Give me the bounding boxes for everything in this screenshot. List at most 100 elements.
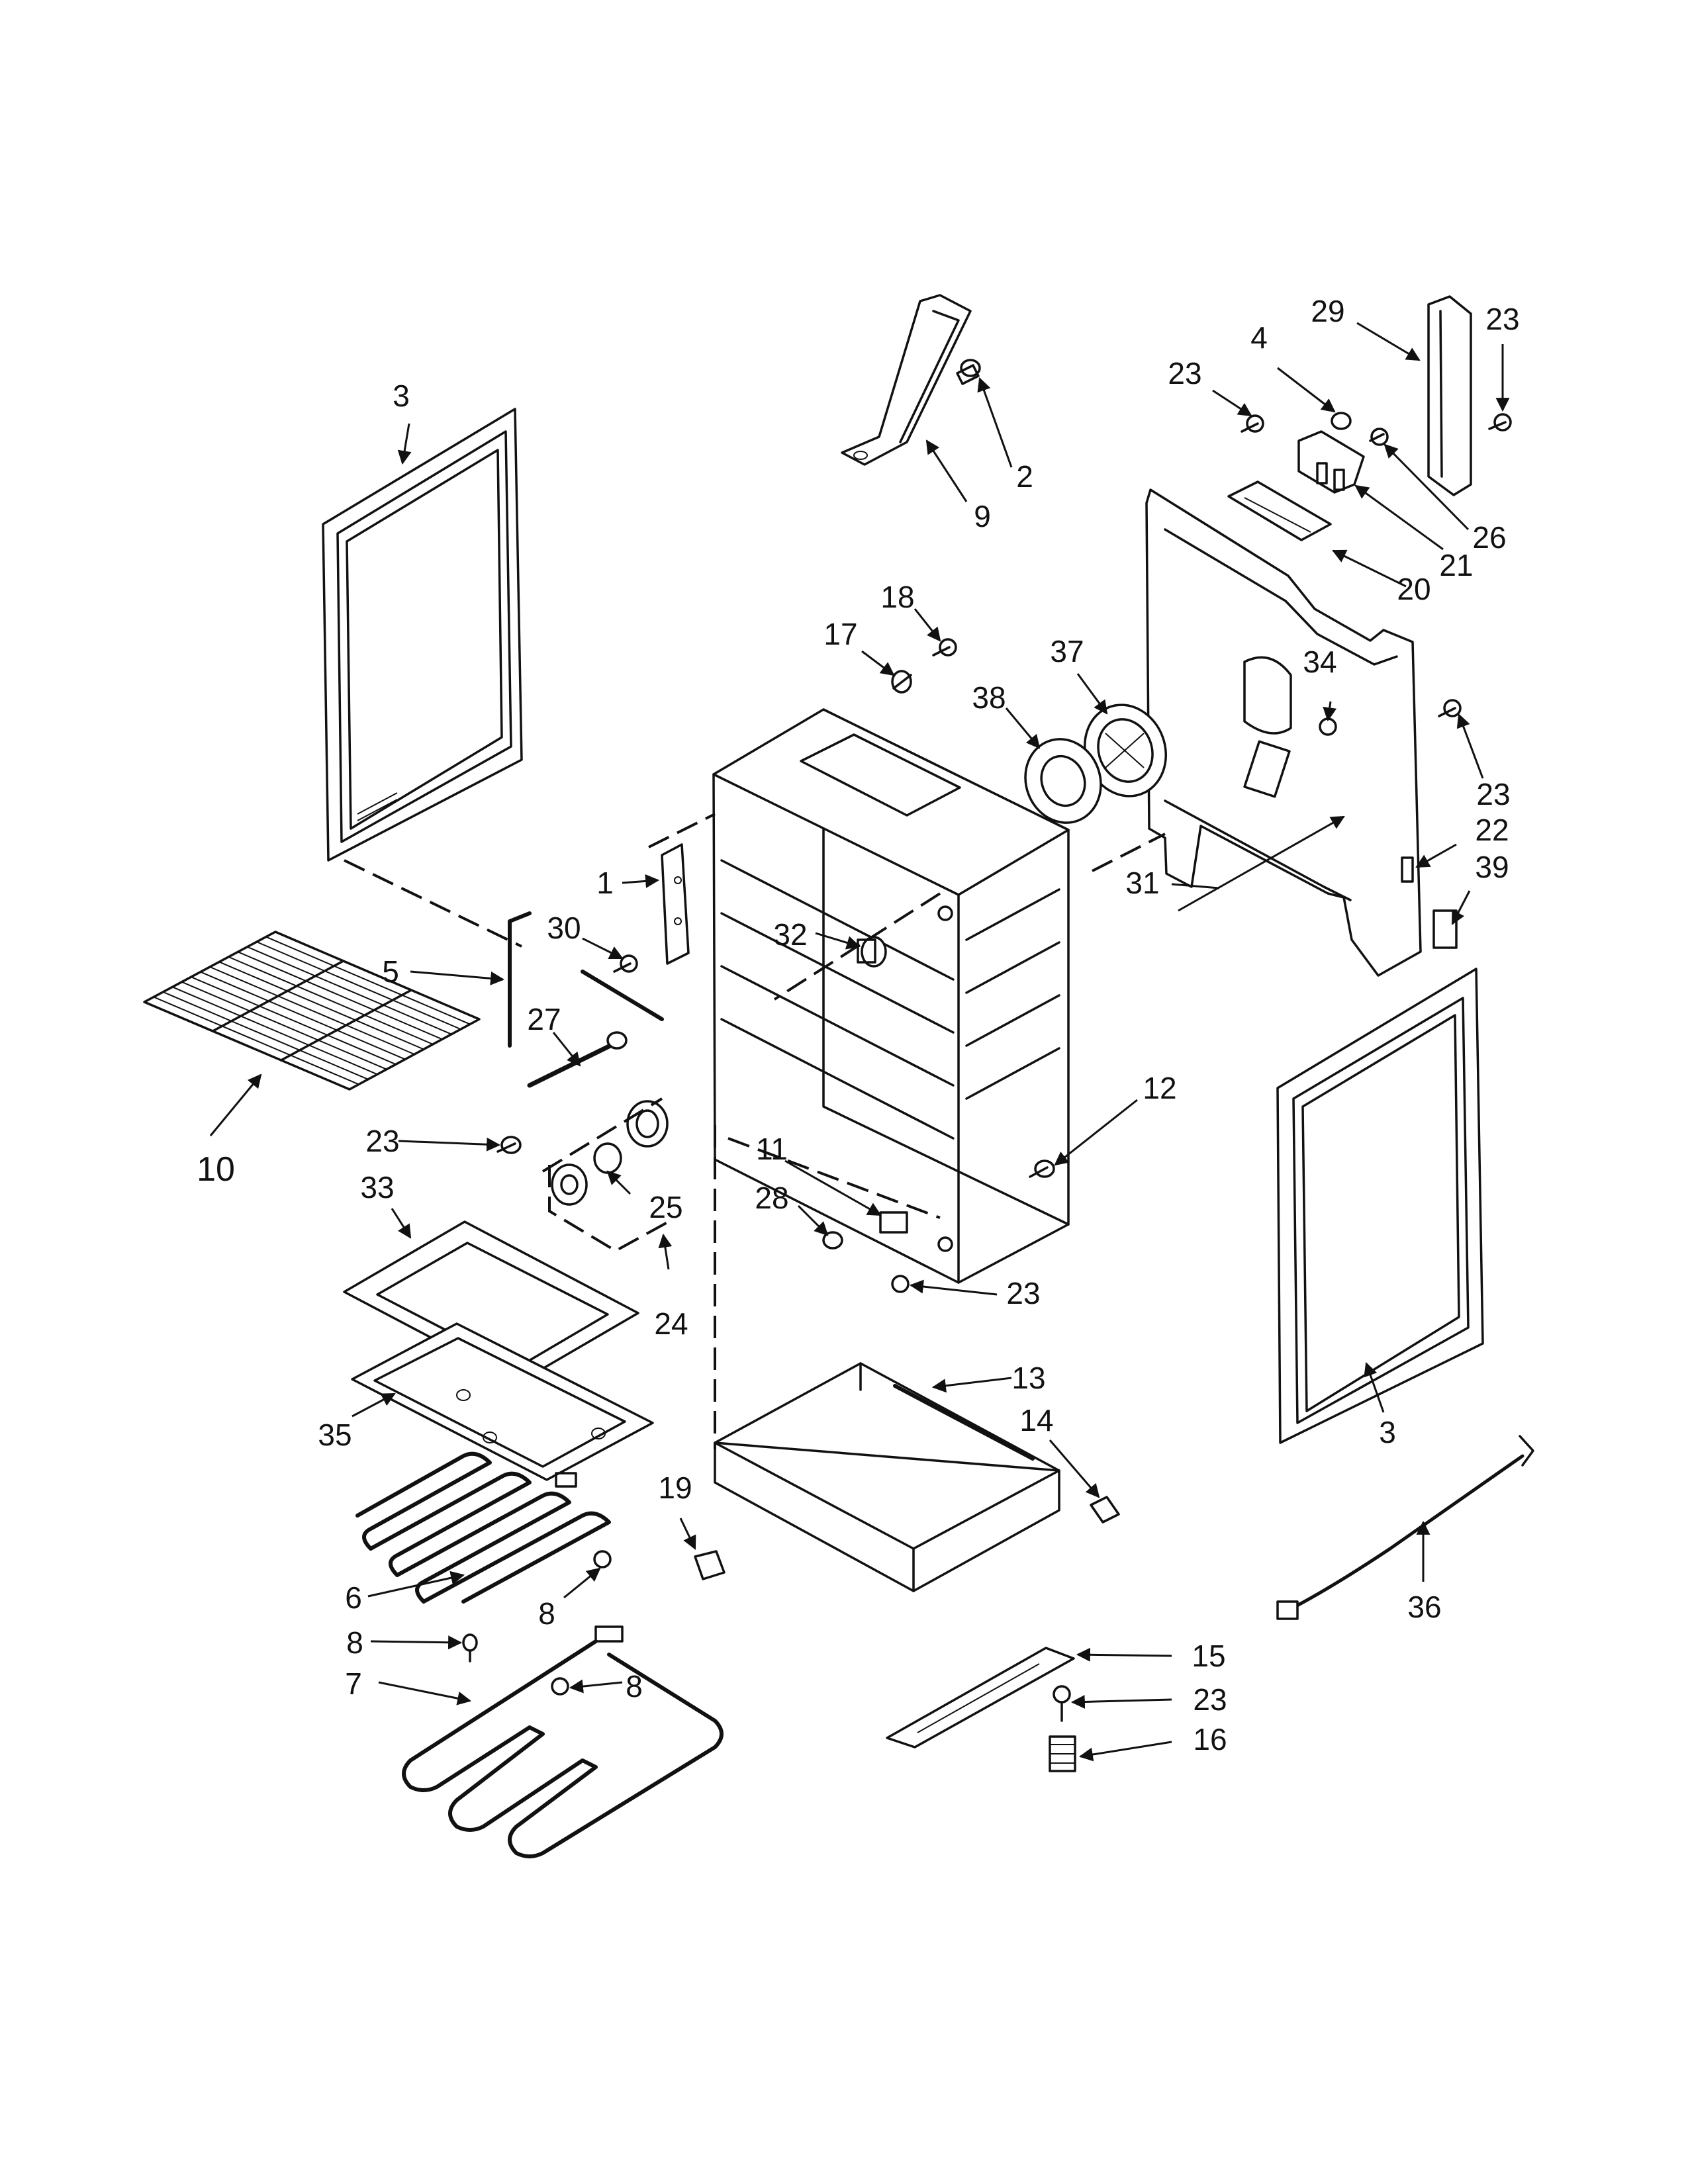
rack-bar — [228, 956, 434, 1045]
callout-19: 19 — [658, 1471, 692, 1505]
side-hinge-bracket — [1432, 909, 1458, 949]
callout-23: 23 — [1476, 777, 1510, 811]
screw-8-b — [462, 1633, 478, 1662]
callout-37: 37 — [1050, 634, 1084, 668]
callout-38: 38 — [972, 680, 1006, 715]
rack-bar — [256, 941, 461, 1030]
power-cord — [1276, 1435, 1534, 1620]
screw-8-a — [593, 1550, 612, 1569]
side-panel-left — [322, 408, 523, 862]
terminal-block — [1297, 430, 1365, 494]
anti-tip-bracket — [841, 294, 972, 466]
callout-8: 8 — [538, 1596, 555, 1631]
drawer-clip — [1090, 1496, 1120, 1524]
rack-bar — [153, 996, 359, 1085]
rear-channel-bracket — [1427, 295, 1472, 496]
callout-6: 6 — [345, 1580, 362, 1615]
rack-bar — [218, 961, 424, 1050]
callout-32: 32 — [773, 917, 807, 952]
leader-lines — [209, 322, 1510, 1762]
rack-bar — [191, 976, 397, 1066]
callout-36: 36 — [1407, 1590, 1441, 1624]
callout-18: 18 — [880, 580, 914, 614]
callout-21: 21 — [1439, 548, 1473, 582]
callout-16: 16 — [1193, 1722, 1227, 1756]
callout-26: 26 — [1472, 520, 1506, 555]
callout-15: 15 — [1192, 1639, 1225, 1673]
screw-8-c — [551, 1677, 569, 1696]
oven-door-gasket — [508, 911, 664, 1048]
callout-30: 30 — [547, 911, 581, 945]
leveling-leg — [1049, 1735, 1076, 1772]
callout-23: 23 — [1168, 356, 1201, 390]
screw-23-switch — [891, 1275, 910, 1293]
callout-35: 35 — [318, 1418, 352, 1452]
callout-9: 9 — [974, 499, 991, 533]
callout-29: 29 — [1311, 294, 1344, 328]
rack-bar — [181, 981, 387, 1070]
screw-12 — [1029, 1160, 1055, 1178]
callout-7: 7 — [345, 1666, 362, 1701]
callout-24: 24 — [654, 1306, 688, 1341]
rack-bar — [247, 946, 452, 1035]
callout-10: 10 — [197, 1150, 235, 1189]
callout-5: 5 — [382, 954, 399, 989]
terminal-nut — [1331, 412, 1352, 430]
leveling-leg-bracket — [886, 1647, 1075, 1749]
storage-drawer — [714, 1362, 1060, 1592]
rack-bar — [162, 991, 369, 1080]
callout-27: 27 — [527, 1002, 561, 1036]
sensor-clip — [891, 670, 912, 694]
callout-20: 20 — [1397, 572, 1430, 606]
callout-3: 3 — [393, 379, 410, 413]
callout-4: 4 — [1250, 320, 1268, 355]
callout-31: 31 — [1125, 866, 1159, 900]
rack-crossbar — [211, 960, 345, 1032]
screw-18 — [932, 638, 957, 657]
callout-23: 23 — [1485, 302, 1519, 336]
terminal-block-bracket — [1227, 480, 1332, 541]
callout-23: 23 — [1006, 1276, 1040, 1310]
screw-2 — [956, 359, 981, 385]
rack-bar — [238, 951, 443, 1040]
rack-bar — [200, 971, 406, 1060]
screw-30 — [613, 954, 638, 973]
element-cover — [351, 1322, 654, 1481]
convection-fan-cover — [1024, 738, 1102, 824]
hinge-receiver — [661, 843, 690, 965]
callout-25: 25 — [649, 1190, 682, 1224]
screw-23-bottom — [1053, 1685, 1071, 1722]
callout-labels: 3 2 9 23 4 29 23 26 21 20 18 17 37 38 34… — [197, 294, 1520, 1756]
rack-bar — [209, 966, 415, 1055]
bake-element — [355, 1451, 611, 1604]
callout-3: 3 — [1379, 1415, 1396, 1449]
screw-26 — [1369, 428, 1389, 446]
callout-14: 14 — [1019, 1403, 1053, 1437]
callout-8: 8 — [346, 1625, 363, 1660]
side-panel-right — [1276, 968, 1484, 1444]
door-latch-assembly — [551, 1100, 669, 1206]
screw-28 — [822, 1231, 843, 1250]
assembly-lines — [344, 813, 1166, 1449]
callout-34: 34 — [1303, 645, 1336, 679]
callout-28: 28 — [755, 1181, 788, 1215]
rear-panel — [1145, 488, 1422, 977]
callout-23: 23 — [1193, 1682, 1227, 1717]
broil-element — [402, 1625, 724, 1858]
grommet — [1319, 717, 1337, 736]
oven-rack — [143, 931, 481, 1091]
rack-crossbar — [279, 989, 413, 1062]
screw-23-top-b — [1488, 413, 1512, 432]
callout-1: 1 — [596, 866, 614, 900]
screw-23-left — [496, 1136, 522, 1154]
callout-23: 23 — [365, 1124, 399, 1158]
screw-23-right — [1438, 699, 1462, 717]
oven-cavity — [712, 708, 1070, 1284]
rack-bar — [265, 936, 471, 1025]
screw-23-top-a — [1241, 414, 1264, 433]
callout-13: 13 — [1011, 1361, 1045, 1395]
temperature-sensor — [527, 1031, 628, 1088]
callout-11: 11 — [756, 1132, 788, 1166]
callout-22: 22 — [1475, 813, 1509, 847]
